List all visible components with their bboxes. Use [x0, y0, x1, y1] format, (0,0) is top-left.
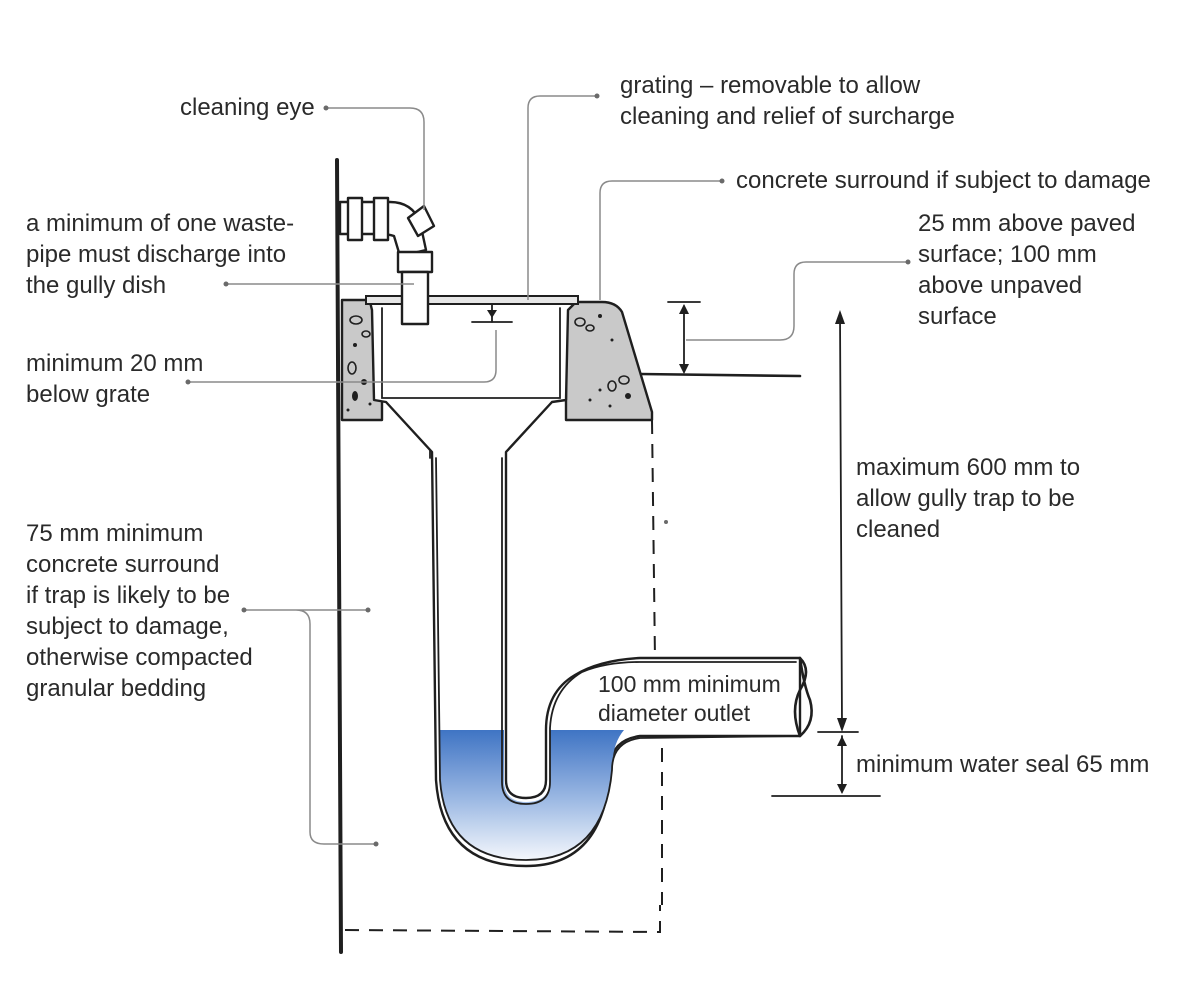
bedding-outline	[344, 905, 661, 934]
label-line: concrete surround if subject to damage	[736, 167, 1151, 194]
label-water-seal: minimum water seal 65 mm	[856, 749, 1149, 780]
label-line: allow gully trap to be	[856, 485, 1075, 512]
grate-clearance-arrow	[471, 303, 513, 323]
label-line: 25 mm above paved	[918, 210, 1136, 237]
leader-concrete-surround	[599, 180, 722, 300]
label-line: minimum 20 mm	[26, 350, 204, 377]
water	[440, 730, 624, 860]
ground-line	[638, 372, 802, 378]
label-concrete-surround: concrete surround if subject to damage	[736, 165, 1151, 196]
dish-inner-wall	[381, 307, 561, 399]
label-line: below grate	[26, 381, 151, 408]
leader-above-surface	[686, 261, 908, 341]
label-cleaning-eye: cleaning eye	[180, 92, 315, 123]
label-line: cleaned	[856, 516, 941, 543]
label-line: grating – removable to allow	[620, 72, 921, 99]
label-line: 75 mm minimum	[26, 520, 204, 547]
label-below-grate: minimum 20 mm below grate	[26, 348, 203, 410]
label-line: above unpaved	[918, 272, 1083, 299]
trap-divider	[501, 457, 797, 805]
label-max-depth: maximum 600 mm to allow gully trap to be…	[856, 452, 1080, 545]
label-line: concrete surround	[26, 551, 220, 578]
grating	[365, 295, 579, 305]
leader-below-grate	[188, 330, 497, 383]
gully-dish	[368, 300, 802, 868]
concrete-texture-left	[346, 315, 372, 412]
waste-pipe	[338, 196, 436, 326]
leader-concrete-bedding	[244, 609, 376, 845]
label-line: minimum water seal 65 mm	[856, 751, 1150, 778]
label-line: pipe must discharge into	[26, 241, 287, 268]
label-above-surface: 25 mm above paved surface; 100 mm above …	[918, 208, 1135, 332]
label-line: granular bedding	[26, 675, 207, 702]
trap-inner-pipe	[435, 457, 797, 861]
label-line: 100 mm minimum	[598, 671, 781, 697]
label-line: cleaning and relief of surcharge	[620, 103, 955, 130]
label-line: otherwise compacted	[26, 644, 253, 671]
leader-grating	[527, 95, 597, 300]
label-line: a minimum of one waste-	[26, 210, 295, 237]
label-line: surface	[918, 303, 997, 330]
concrete-texture-right	[574, 314, 631, 408]
label-line: subject to damage,	[26, 613, 229, 640]
label-line: if trap is likely to be	[26, 582, 231, 609]
label-waste-pipe: a minimum of one waste- pipe must discha…	[26, 208, 294, 301]
label-outlet: 100 mm minimum diameter outlet	[598, 670, 781, 728]
label-line: surface; 100 mm	[918, 241, 1097, 268]
wall-line	[335, 158, 343, 954]
dish-funnel-inner	[385, 401, 553, 459]
concrete-surround-right	[564, 300, 654, 422]
max-depth-dimension	[835, 310, 847, 732]
label-line: diameter outlet	[598, 700, 751, 726]
label-concrete-bedding: 75 mm minimum concrete surround if trap …	[26, 518, 253, 704]
label-line: cleaning eye	[180, 94, 315, 121]
label-grating: grating – removable to allow cleaning an…	[620, 70, 955, 132]
label-line: maximum 600 mm to	[856, 454, 1081, 481]
label-line: the gully dish	[26, 272, 167, 299]
leader-cleaning-eye	[326, 107, 425, 210]
surface-height-dimension	[667, 301, 701, 374]
outlet-end	[793, 656, 813, 738]
water-seal-dimension	[771, 731, 881, 797]
